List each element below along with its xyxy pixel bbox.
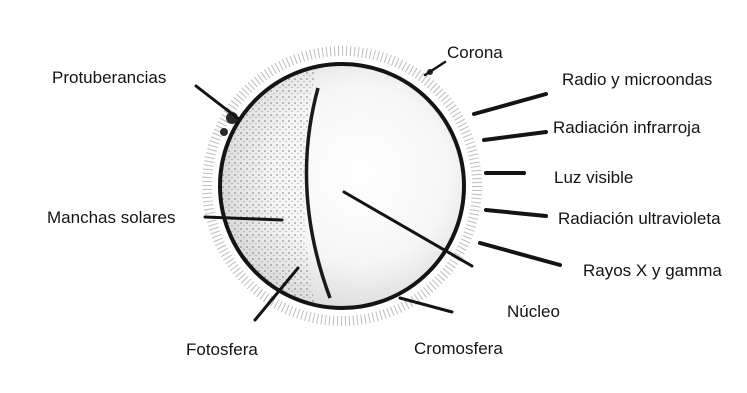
label-radio: Radio y microondas [562, 71, 712, 88]
label-infrarroja: Radiación infrarroja [553, 119, 700, 136]
pointer-infrarroja [484, 132, 546, 140]
label-protuberancias: Protuberancias [52, 69, 166, 86]
pointer-ultravioleta [486, 210, 546, 216]
label-rayos-x: Rayos X y gamma [583, 262, 722, 279]
label-luz-visible: Luz visible [554, 169, 633, 186]
photosphere-stipple [220, 60, 318, 320]
pointer-rayos-x [480, 243, 560, 265]
label-nucleo: Núcleo [507, 303, 560, 320]
label-fotosfera: Fotosfera [186, 341, 258, 358]
pointer-cromosfera [400, 298, 452, 312]
label-corona: Corona [447, 44, 503, 61]
label-cromosfera: Cromosfera [414, 340, 503, 357]
pointer-corona [425, 62, 445, 75]
pointer-radio [474, 94, 546, 114]
label-manchas: Manchas solares [47, 209, 176, 226]
label-ultravioleta: Radiación ultravioleta [558, 210, 721, 227]
